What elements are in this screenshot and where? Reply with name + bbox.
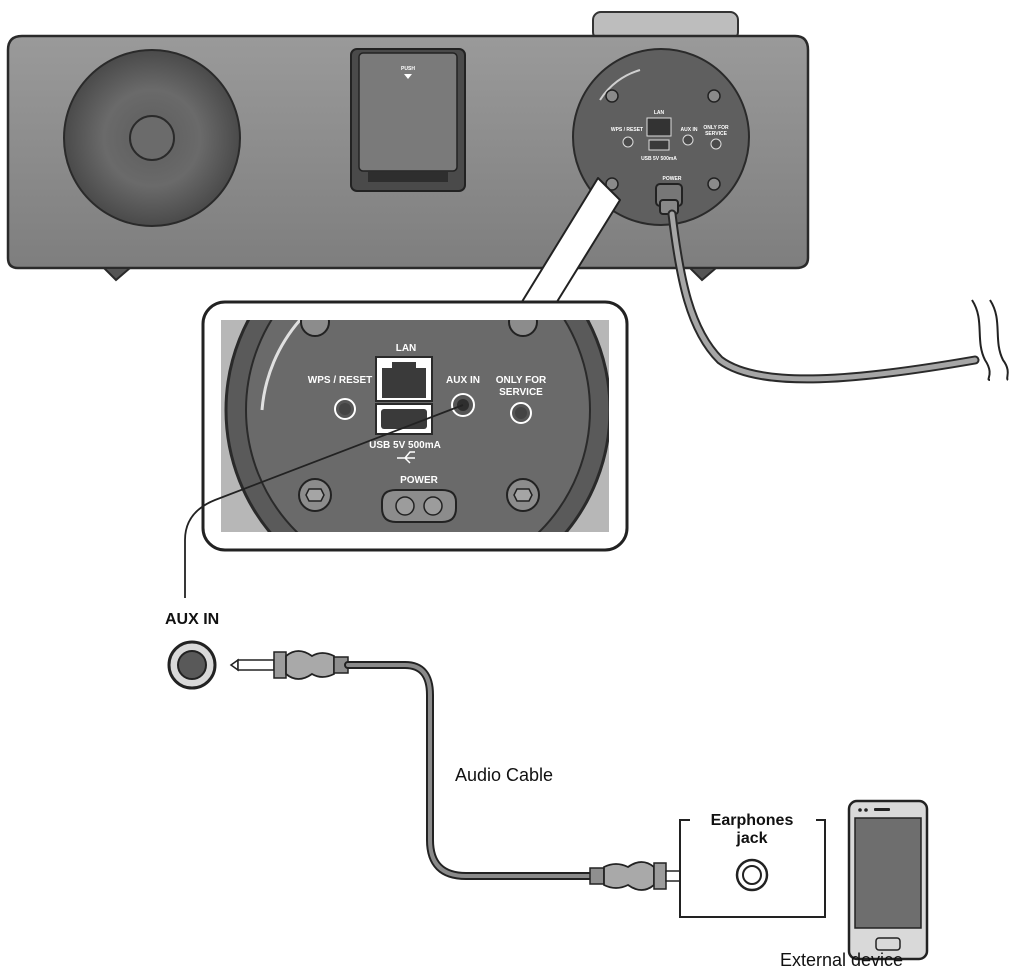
aux-in-jack-small[interactable] xyxy=(682,134,694,146)
aux-in-jack-large xyxy=(167,640,217,690)
svg-text:Earphones: Earphones xyxy=(711,812,794,829)
cord-break-icon xyxy=(971,299,1009,381)
svg-text:jack: jack xyxy=(735,830,767,847)
speaker-dust-cap xyxy=(129,115,175,161)
svg-text:WPS / RESET: WPS / RESET xyxy=(611,127,643,133)
service-port-small xyxy=(710,138,722,150)
svg-text:ONLY FOR: ONLY FOR xyxy=(703,125,729,131)
push-arrow-icon xyxy=(404,74,412,79)
left-audio-plug xyxy=(229,650,349,680)
push-label: PUSH xyxy=(401,66,415,72)
svg-text:SERVICE: SERVICE xyxy=(705,131,728,137)
svg-text:SERVICE: SERVICE xyxy=(499,387,543,398)
svg-text:WPS / RESET: WPS / RESET xyxy=(308,375,372,386)
external-device-label: External device xyxy=(780,950,903,970)
wps-reset-button-small[interactable] xyxy=(622,136,634,148)
power-socket[interactable] xyxy=(381,489,457,523)
panel-screws xyxy=(605,89,721,191)
right-foot xyxy=(687,267,719,282)
push-cover[interactable] xyxy=(358,52,458,172)
earphones-jack-box: Earphones jack xyxy=(679,812,826,918)
aux-in-label: AUX IN xyxy=(165,611,219,628)
svg-text:POWER: POWER xyxy=(400,475,439,486)
usb-icon xyxy=(397,451,415,464)
audio-cable-label: Audio Cable xyxy=(455,765,553,785)
svg-text:AUX IN: AUX IN xyxy=(681,127,698,133)
svg-text:LAN: LAN xyxy=(654,110,665,116)
aux-leader-line xyxy=(184,404,464,598)
svg-text:POWER: POWER xyxy=(663,176,682,182)
speaker-unit: PUSH LAN WPS / RESET AUX IN ONLY FOR SER… xyxy=(6,11,810,282)
zoom-panel: LAN WPS / RESET AUX IN ONLY FOR SERVICE … xyxy=(201,300,629,552)
svg-text:ONLY FOR: ONLY FOR xyxy=(496,375,547,386)
left-foot xyxy=(101,267,133,282)
svg-text:LAN: LAN xyxy=(396,343,417,354)
svg-text:USB 5V 500mA: USB 5V 500mA xyxy=(369,440,441,451)
svg-text:AUX IN: AUX IN xyxy=(446,375,480,386)
svg-text:USB 5V 500mA: USB 5V 500mA xyxy=(641,156,677,162)
external-device-phone xyxy=(847,799,929,961)
lan-port-small[interactable] xyxy=(646,117,672,137)
